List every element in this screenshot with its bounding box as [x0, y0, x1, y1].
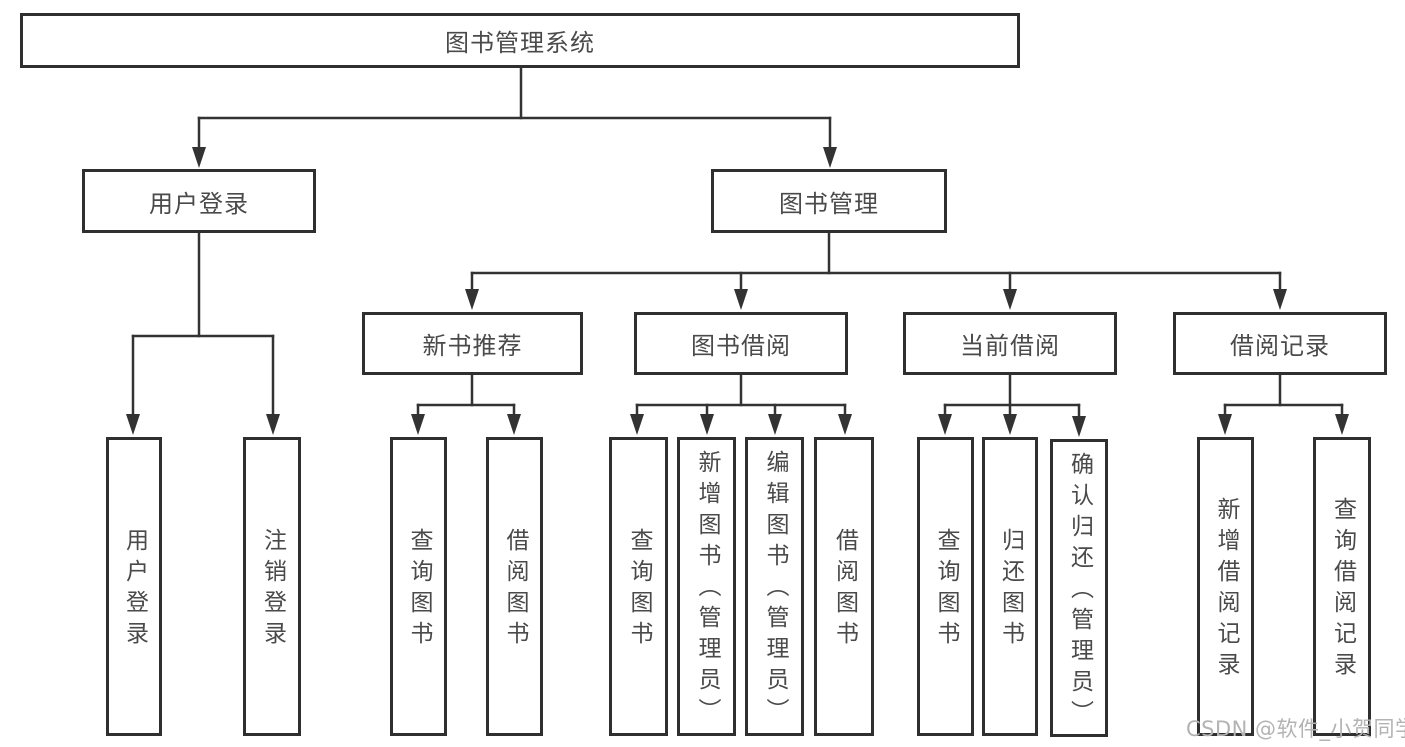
node-book-management: 图书管理	[711, 169, 947, 233]
leaf-edit-book-admin: 编辑图书（管理员）	[745, 437, 804, 736]
connector-currentborrow-to-leaves	[938, 373, 1086, 437]
leaf-query-book-2: 查询图书	[609, 437, 668, 736]
leaf-query-book-3: 查询图书	[917, 437, 974, 736]
leaf-query-book-1: 查询图书	[390, 437, 447, 736]
node-new-book-recommend: 新书推荐	[362, 312, 583, 375]
leaf-borrow-book-1: 借阅图书	[486, 437, 543, 736]
connector-bookborrow-to-leaves	[630, 373, 852, 435]
node-book-borrow: 图书借阅	[634, 312, 848, 375]
node-root: 图书管理系统	[20, 13, 1020, 68]
node-borrow-record: 借阅记录	[1173, 312, 1387, 375]
leaf-user-login: 用户登录	[106, 437, 162, 736]
connector-borrowrecord-to-leaves	[1218, 373, 1349, 435]
connector-userlogin-to-leaves	[126, 231, 280, 435]
node-user-login: 用户登录	[82, 169, 316, 233]
leaf-return-book: 归还图书	[982, 437, 1038, 736]
watermark: CSDN @软件_小贺同学	[1186, 717, 1405, 741]
connector-bookmgmt-to-level3	[465, 231, 1287, 310]
connector-root-to-level2	[192, 66, 837, 168]
leaf-query-borrow-record: 查询借阅记录	[1313, 437, 1371, 736]
node-current-borrow: 当前借阅	[903, 312, 1117, 375]
connector-newbookrec-to-leaves	[411, 373, 521, 435]
leaf-logout: 注销登录	[243, 437, 301, 736]
leaf-confirm-return-admin: 确认归还（管理员）	[1050, 439, 1108, 737]
leaf-add-borrow-record: 新增借阅记录	[1197, 437, 1254, 736]
leaf-add-book-admin: 新增图书（管理员）	[677, 437, 736, 736]
leaf-borrow-book-2: 借阅图书	[814, 437, 874, 736]
